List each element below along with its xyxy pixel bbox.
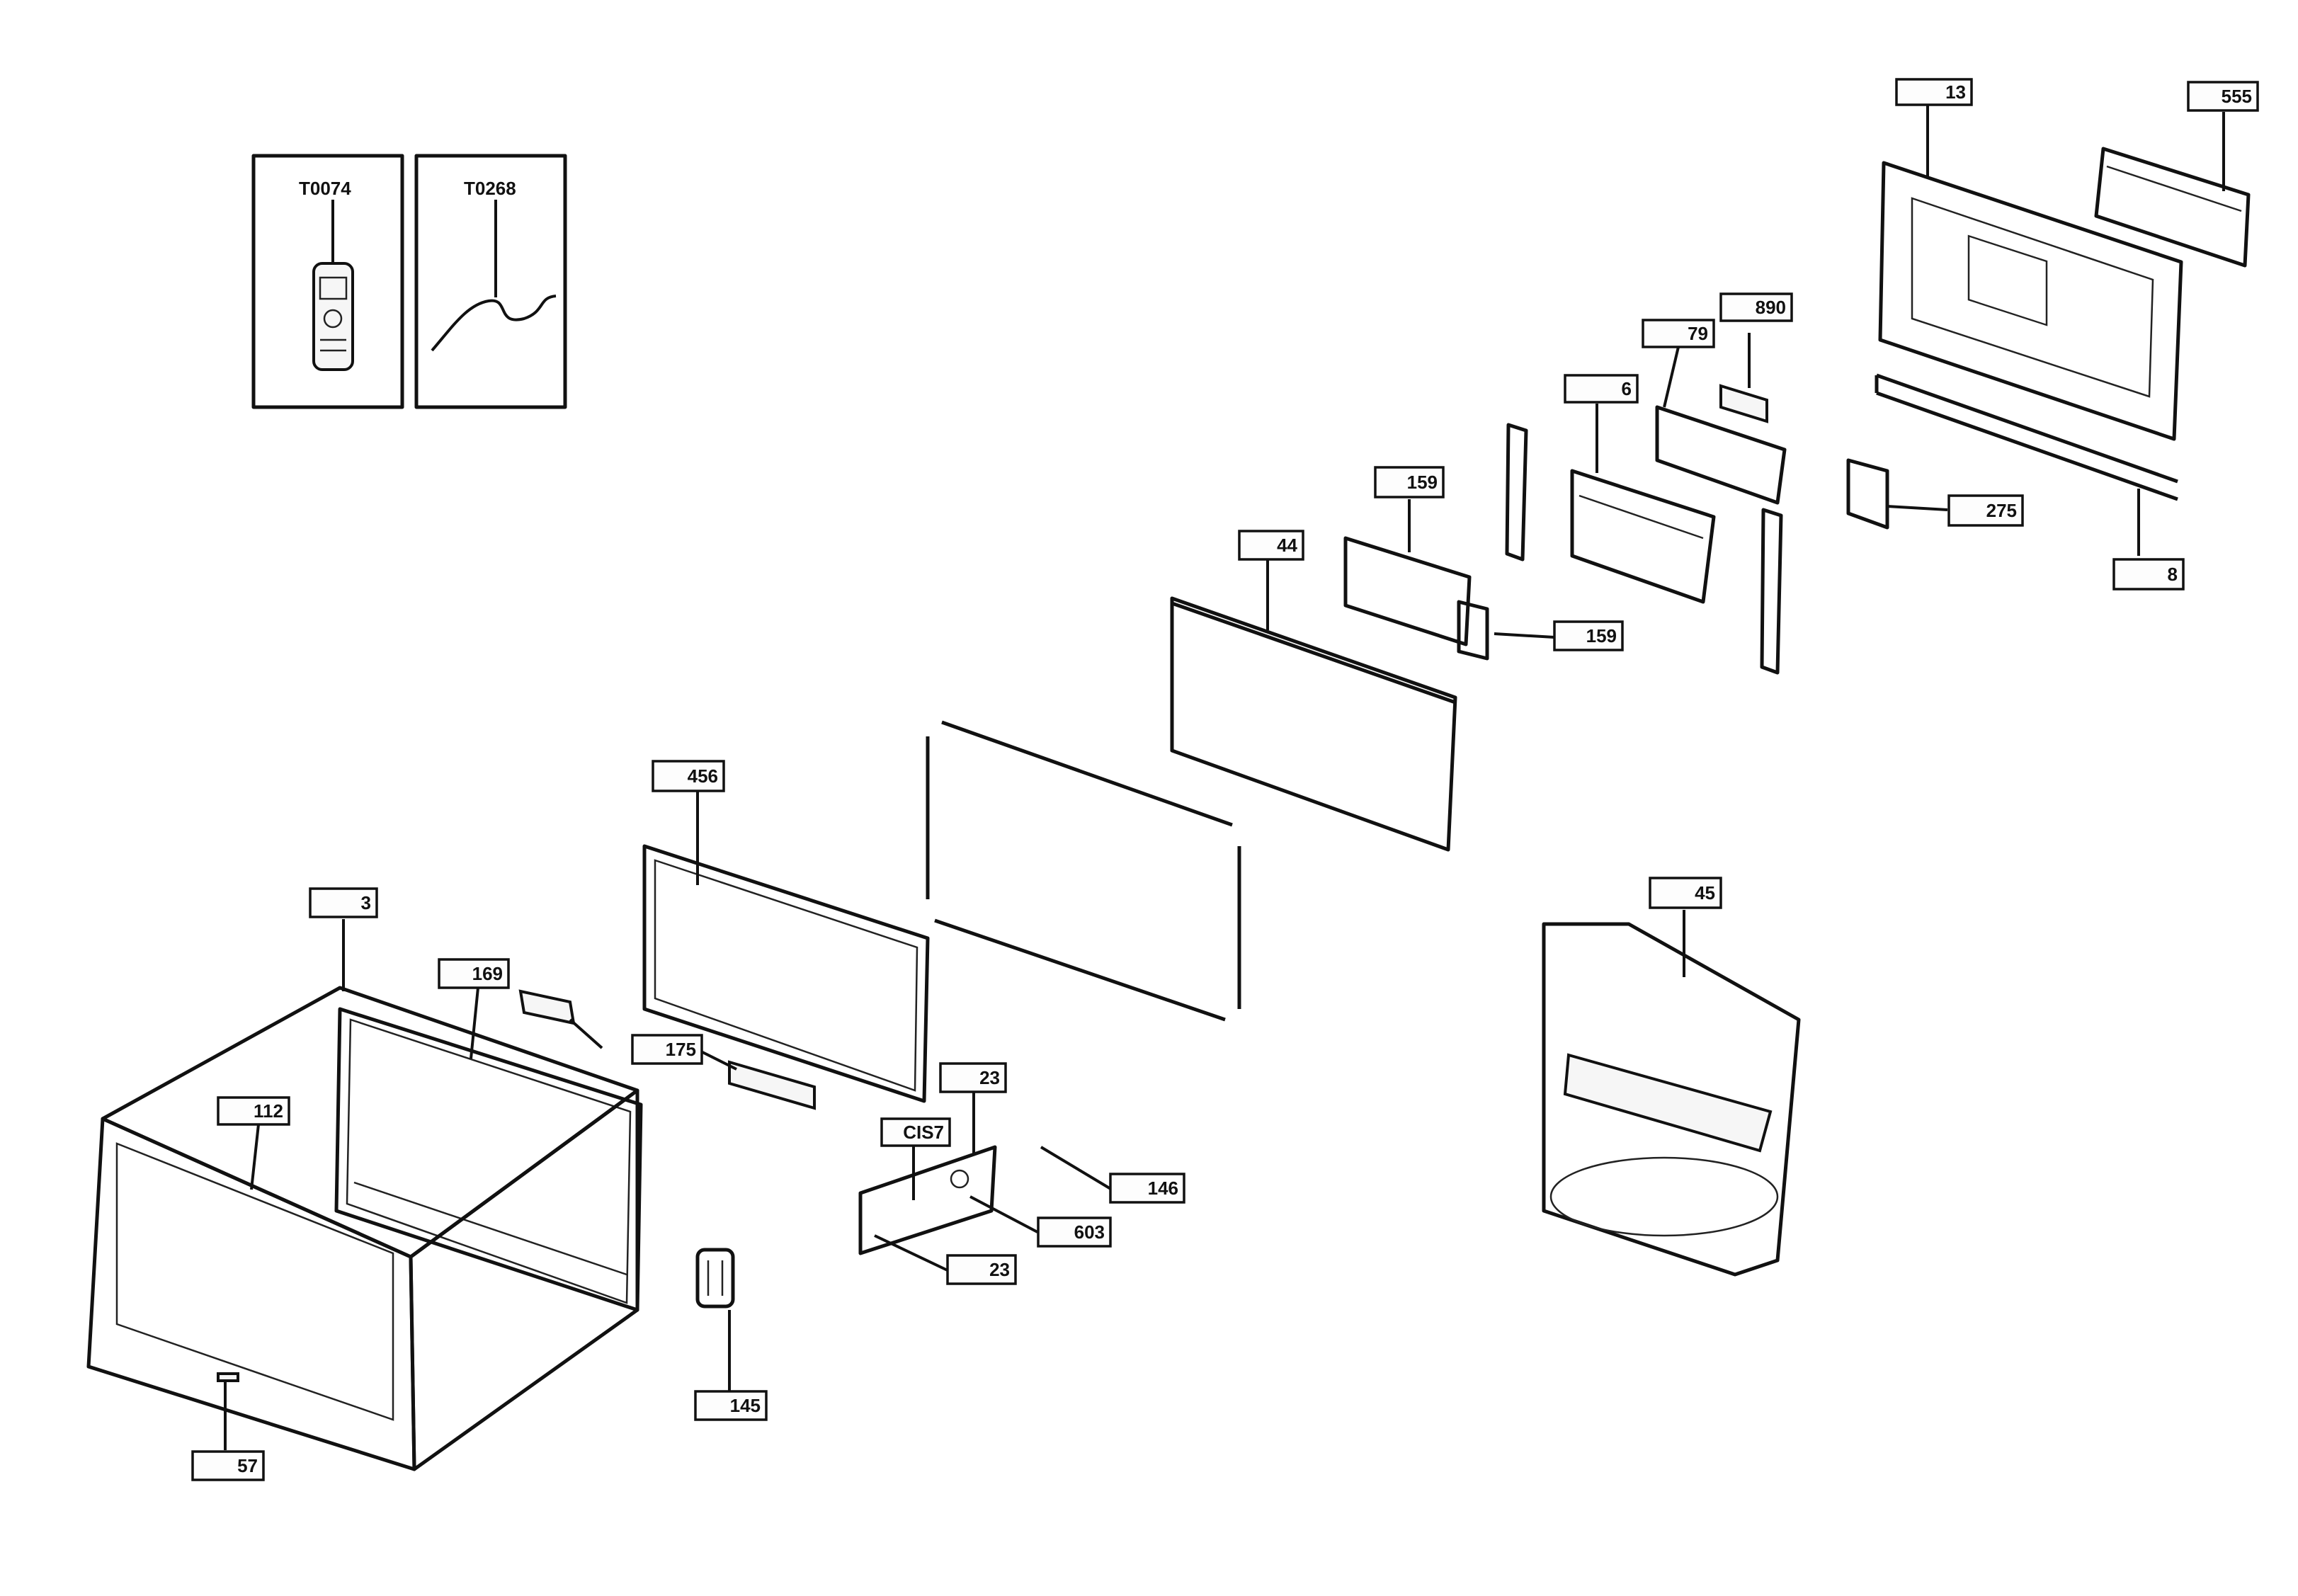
callout-c6: 6: [1564, 374, 1639, 404]
small-board-890: [1719, 384, 1768, 423]
stand: [1542, 922, 1801, 1277]
callout-text: 44: [1277, 535, 1297, 556]
callout-box: [652, 760, 725, 792]
callout-text: 23: [979, 1067, 1000, 1088]
callout-c112: 112: [217, 1096, 290, 1126]
callout-box: [1642, 319, 1715, 348]
callout-text: 112: [254, 1100, 283, 1122]
callout-text: 159: [1586, 625, 1617, 646]
callout-box: [880, 1117, 951, 1147]
callout-c45: 45: [1649, 877, 1722, 909]
callout-text: CIS7: [903, 1122, 944, 1143]
callout-c79: 79: [1642, 319, 1715, 348]
callout-text: 603: [1074, 1221, 1105, 1243]
callout-text: 159: [1407, 472, 1438, 493]
power-board: [1343, 536, 1472, 646]
bracket-275: [1846, 458, 1889, 530]
callout-text: 23: [989, 1259, 1010, 1280]
callout-c555: 555: [2187, 81, 2259, 112]
panel-frame-rails: [926, 720, 1241, 1022]
callout-text: 145: [730, 1395, 761, 1416]
callout-box: [191, 1450, 265, 1481]
callout-box: [1564, 374, 1639, 404]
clip-145: [695, 1248, 735, 1309]
callout-text: 57: [237, 1455, 258, 1476]
callout-c169: 169: [438, 958, 510, 989]
callout-box: [1037, 1216, 1112, 1248]
callout-box: [1947, 494, 2024, 527]
callout-text: 79: [1688, 323, 1708, 344]
cabinet: [86, 986, 639, 1471]
callout-c456: 456: [652, 760, 725, 792]
callout-text: 169: [472, 963, 503, 984]
callout-c159b: 159: [1553, 620, 1624, 651]
speakers: [518, 989, 816, 1110]
callout-box: [2187, 81, 2259, 112]
callout-c145a: 145: [694, 1390, 768, 1421]
callout-c23b: 23: [946, 1254, 1017, 1285]
callout-c159a: 159: [1374, 466, 1445, 498]
callout-c146: 146: [1109, 1173, 1185, 1204]
callout-box: [1719, 292, 1793, 322]
board-79: [1655, 405, 1787, 505]
callout-box: [1895, 78, 1973, 106]
front-bezel: [334, 1007, 643, 1312]
callout-text: 45: [1695, 882, 1715, 904]
callout-c890: 890: [1719, 292, 1793, 322]
power-led-icon: [217, 1372, 239, 1382]
callout-box: [1374, 466, 1445, 498]
callout-text: 175: [666, 1039, 696, 1060]
callout-box: [1553, 620, 1624, 651]
accessory-label-remote: T0074: [299, 178, 351, 199]
callout-c175: 175: [631, 1034, 703, 1065]
callout-box: [2112, 558, 2185, 591]
accessory-remote-box: T0074: [251, 154, 404, 409]
top-bracket: [2094, 147, 2251, 268]
side-rails: [1505, 423, 1783, 675]
leader-lines: [224, 103, 2225, 1450]
power-cable-icon: [431, 295, 557, 352]
callout-box: [694, 1390, 768, 1421]
callout-c13: 13: [1895, 78, 1973, 106]
callout-cCIS7: CIS7: [880, 1117, 951, 1147]
callout-text: 555: [2222, 86, 2252, 107]
callout-box: [1649, 877, 1722, 909]
remote-control-icon: [312, 262, 354, 371]
callout-c57: 57: [191, 1450, 265, 1481]
callout-box: [438, 958, 510, 989]
callout-text: 456: [688, 765, 718, 787]
callout-c44: 44: [1238, 530, 1304, 561]
callout-box: [939, 1062, 1007, 1093]
callout-box: [217, 1096, 290, 1126]
main-board: [1570, 469, 1716, 604]
inner-frame: [642, 844, 930, 1103]
callout-c8: 8: [2112, 558, 2185, 591]
accessory-cable-box: T0268: [414, 154, 567, 409]
callout-text: 13: [1945, 81, 1966, 103]
back-cover: [1875, 161, 2183, 501]
callout-box: [946, 1254, 1017, 1285]
callout-text: 6: [1622, 378, 1632, 399]
callout-box: [1238, 530, 1304, 561]
callout-c603: 603: [1037, 1216, 1112, 1248]
callout-text: 8: [2168, 564, 2178, 585]
side-av-board: [858, 1145, 997, 1255]
callout-c3: 3: [309, 887, 378, 918]
callout-box: [631, 1034, 703, 1065]
callout-text: 890: [1756, 297, 1786, 318]
callout-text: 3: [361, 892, 371, 913]
callout-text: 275: [1986, 500, 2017, 521]
callout-box: [1109, 1173, 1185, 1204]
accessory-label-cable: T0268: [464, 178, 516, 199]
lcd-panel: [1170, 596, 1457, 852]
callout-text: 146: [1148, 1178, 1178, 1199]
callout-c23a: 23: [939, 1062, 1007, 1093]
callout-box: [309, 887, 378, 918]
callout-c275: 275: [1947, 494, 2024, 527]
